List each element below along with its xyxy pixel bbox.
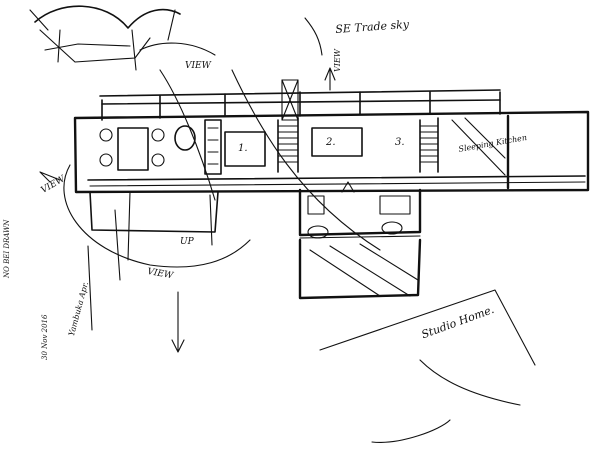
room-2-label: 2. [326, 137, 336, 148]
interior-features [99, 79, 510, 297]
sketch-gestures [39, 17, 536, 443]
margin-note-3: 30 Nov 2016 [41, 314, 49, 360]
up-label: UP [180, 237, 194, 247]
margin-note-1: NO BEI DRAWN [3, 219, 11, 278]
view-label-north: VIEW [333, 49, 342, 72]
room-3-label: 3. [395, 137, 405, 148]
view-label-top-left: VIEW [185, 61, 211, 71]
room-1-label: 1. [238, 143, 248, 154]
roof-section-sketch [29, 5, 216, 71]
